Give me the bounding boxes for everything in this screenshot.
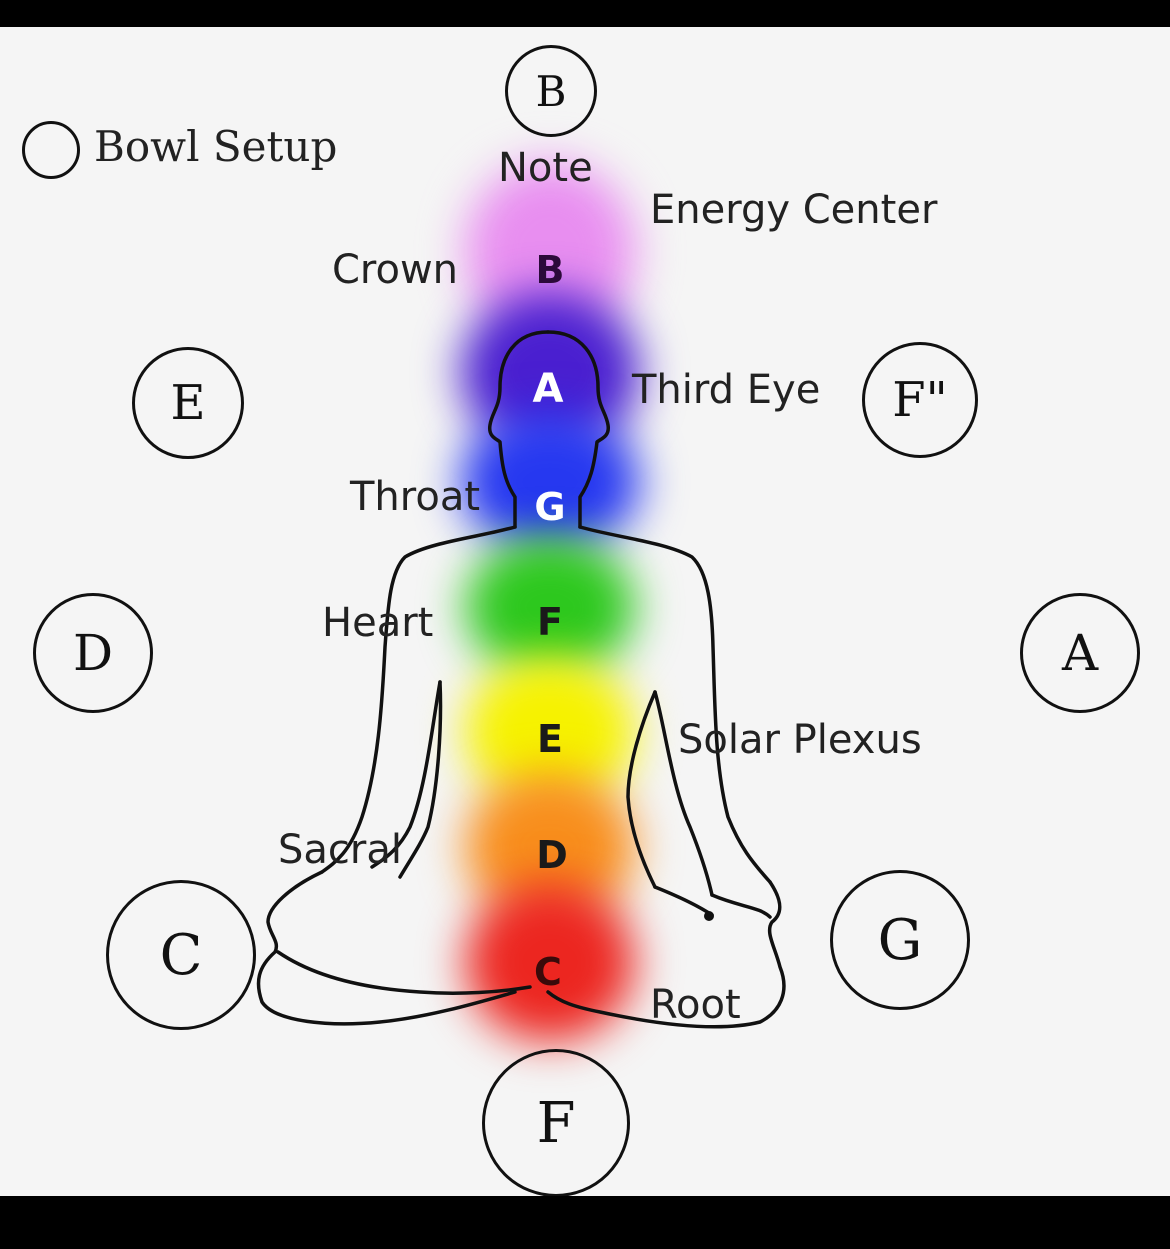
root-glow xyxy=(465,882,635,1042)
chakra-diagram: Bowl Setup Note Energy Center B E F" D A… xyxy=(0,27,1170,1196)
bowl-lower-right: G xyxy=(830,870,970,1010)
chakra-name-sacral: Sacral xyxy=(278,827,402,873)
legend-label: Bowl Setup xyxy=(94,122,338,171)
chakra-note-third-eye: A xyxy=(532,366,564,412)
chakra-note-root: C xyxy=(534,950,562,994)
chakra-name-heart: Heart xyxy=(322,600,434,646)
bowl-upper-right: F" xyxy=(862,342,978,458)
chakra-name-root: Root xyxy=(650,982,741,1028)
chakra-name-solar-plexus: Solar Plexus xyxy=(678,717,922,763)
bowl-upper-left: E xyxy=(132,347,244,459)
bowl-lower-left: C xyxy=(106,880,256,1030)
chakra-name-third-eye: Third Eye xyxy=(632,367,821,413)
legend-circle-icon xyxy=(22,121,80,179)
chakra-note-throat: G xyxy=(534,485,566,529)
energy-center-header: Energy Center xyxy=(650,187,938,233)
note-header: Note xyxy=(498,145,593,191)
bottom-black-bar xyxy=(0,1196,1170,1249)
chakra-note-sacral: D xyxy=(536,833,568,877)
bowl-middle-right: A xyxy=(1020,593,1140,713)
bowl-middle-left: D xyxy=(33,593,153,713)
chakra-name-throat: Throat xyxy=(350,474,481,520)
bowl-top: B xyxy=(505,45,597,137)
chakra-note-crown: B xyxy=(535,248,565,292)
bowl-bottom: F xyxy=(482,1049,630,1196)
chakra-note-heart: F xyxy=(537,600,563,644)
chakra-name-crown: Crown xyxy=(332,247,459,293)
top-black-bar xyxy=(0,0,1170,27)
chakra-note-solar-plexus: E xyxy=(537,717,563,761)
meditating-figure-outline xyxy=(256,330,786,1029)
heart-glow xyxy=(465,537,635,677)
